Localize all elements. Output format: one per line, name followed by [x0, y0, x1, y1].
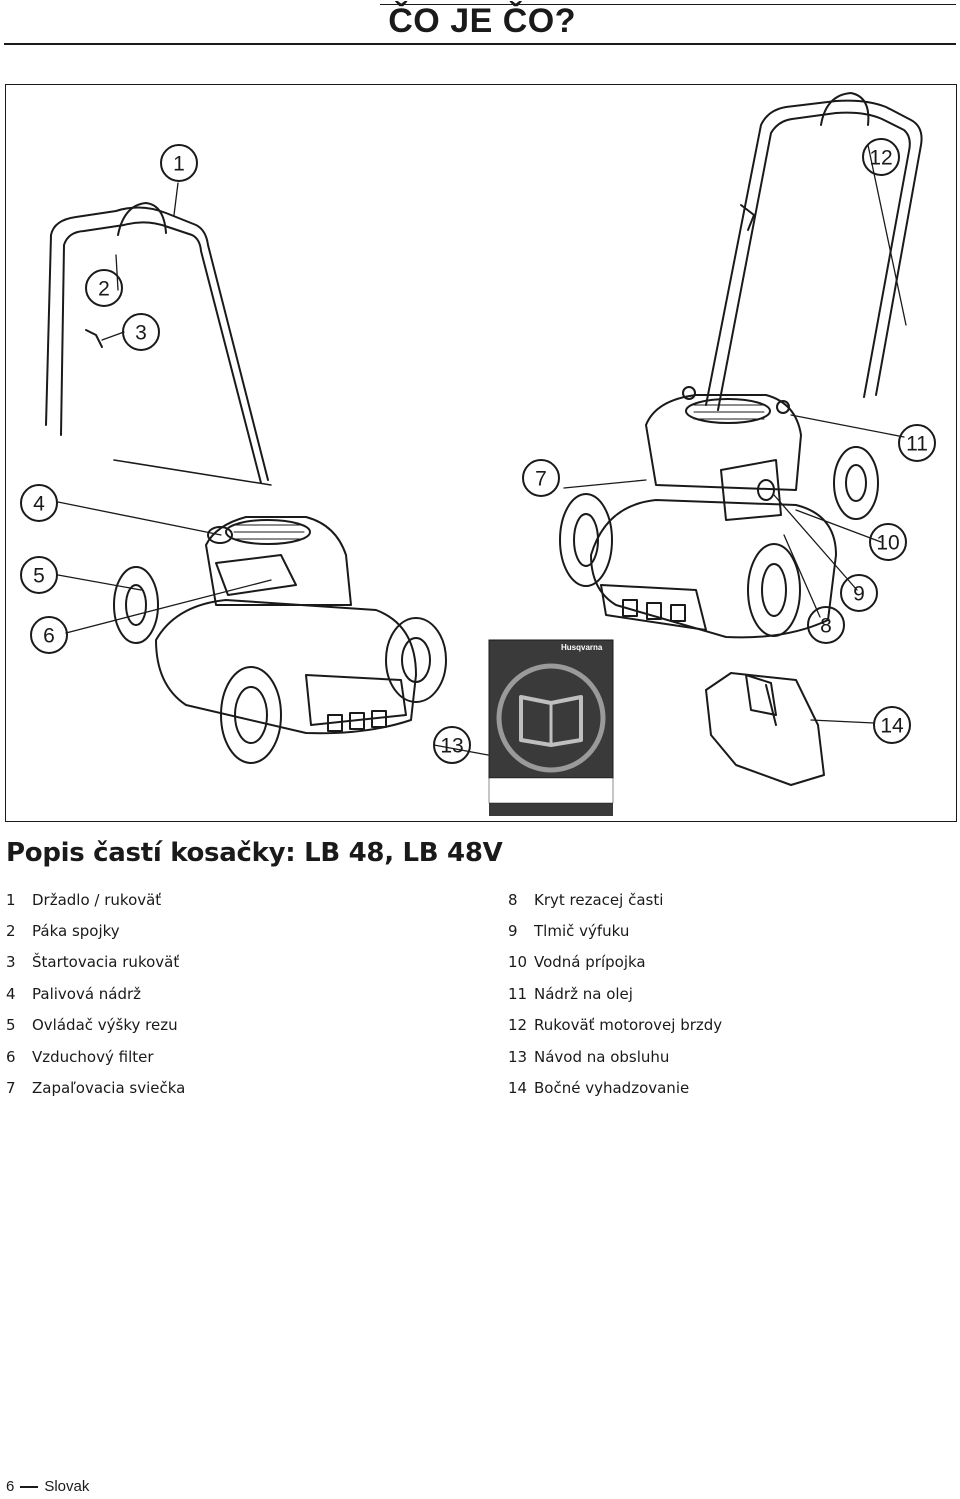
- callout-13: 13: [440, 735, 463, 758]
- header-rule: [4, 43, 956, 45]
- part-label: Palivová nádrž: [32, 984, 142, 1003]
- part-number: 1: [6, 890, 16, 909]
- manual-brand-text: Husqvarna: [561, 643, 603, 652]
- part-number: 6: [6, 1047, 16, 1066]
- callout-2: 2: [98, 278, 110, 301]
- part-number: 10: [508, 953, 528, 972]
- part-label: Rukoväť motorovej brzdy: [534, 1016, 723, 1035]
- part-item: 5 Ovládač výšky rezu: [6, 1010, 185, 1041]
- part-item: 2 Páka spojky: [6, 915, 185, 946]
- part-label: Vzduchový filter: [32, 1047, 154, 1066]
- part-label: Kryt rezacej časti: [534, 890, 664, 909]
- part-item: 3 Štartovacia rukoväť: [6, 947, 185, 978]
- page-footer: 6 Slovak: [6, 1478, 89, 1495]
- left-mower-drawing: [45, 202, 447, 764]
- part-item: 14 Bočné vyhadzovanie: [508, 1072, 722, 1103]
- right-mower-drawing: [559, 92, 923, 639]
- part-number: 12: [508, 1016, 528, 1035]
- part-item: 10 Vodná prípojka: [508, 947, 722, 978]
- part-label: Držadlo / rukoväť: [32, 890, 162, 909]
- parts-figure: Husqvarna 1 2 3 4 5 6 7 8 9 10 11 12 13 …: [5, 84, 957, 822]
- part-label: Bočné vyhadzovanie: [534, 1079, 690, 1098]
- part-number: 9: [508, 922, 518, 941]
- part-number: 4: [6, 984, 16, 1003]
- operator-manual-drawing: Husqvarna: [488, 639, 614, 816]
- header-top-rule: [380, 4, 956, 5]
- part-item: 13 Návod na obsluhu: [508, 1041, 722, 1072]
- callout-9: 9: [853, 583, 865, 606]
- part-label: Ovládač výšky rezu: [32, 1016, 178, 1035]
- part-number: 3: [6, 953, 16, 972]
- footer-dash: [20, 1485, 39, 1488]
- part-item: 4 Palivová nádrž: [6, 978, 185, 1009]
- callout-8: 8: [820, 615, 832, 638]
- part-label: Zapaľovacia sviečka: [32, 1079, 186, 1098]
- callout-circles: [20, 138, 936, 764]
- parts-list-left: 1 Držadlo / rukoväť 2 Páka spojky 3 Štartov…: [6, 884, 185, 1104]
- callout-5: 5: [33, 565, 45, 588]
- callout-14: 14: [880, 715, 904, 738]
- callout-3: 3: [135, 322, 147, 345]
- mower-illustration: Husqvarna 1 2 3 4 5 6 7 8 9 10 11 12 13 …: [20, 92, 936, 816]
- part-item: 12 Rukoväť motorovej brzdy: [508, 1010, 722, 1041]
- parts-list-right: 8 Kryt rezacej časti 9 Tlmič výfuku 10 Vodn…: [508, 884, 722, 1104]
- part-label: Štartovacia rukoväť: [32, 953, 180, 972]
- callout-10: 10: [876, 532, 899, 555]
- part-item: 8 Kryt rezacej časti: [508, 884, 722, 915]
- part-label: Tlmič výfuku: [534, 922, 630, 941]
- part-item: 11 Nádrž na olej: [508, 978, 722, 1009]
- part-label: Páka spojky: [32, 922, 120, 941]
- part-number: 11: [508, 984, 528, 1003]
- part-label: Nádrž na olej: [534, 984, 633, 1003]
- callout-7: 7: [535, 468, 547, 491]
- footer-language: Slovak: [44, 1478, 90, 1495]
- callout-1: 1: [173, 153, 185, 176]
- part-label: Vodná prípojka: [534, 953, 646, 972]
- part-item: 7 Zapaľovacia sviečka: [6, 1072, 185, 1103]
- part-label: Návod na obsluhu: [534, 1047, 670, 1066]
- section-title: Popis častí kosačky: LB 48, LB 48V: [6, 838, 503, 868]
- part-item: 1 Držadlo / rukoväť: [6, 884, 185, 915]
- part-item: 9 Tlmič výfuku: [508, 915, 722, 946]
- callout-4: 4: [33, 493, 45, 516]
- part-number: 5: [6, 1016, 16, 1035]
- callout-11: 11: [906, 433, 928, 456]
- part-number: 2: [6, 922, 16, 941]
- part-number: 14: [508, 1079, 528, 1098]
- part-item: 6 Vzduchový filter: [6, 1041, 185, 1072]
- callout-6: 6: [43, 625, 55, 648]
- callout-12: 12: [869, 147, 892, 170]
- part-number: 13: [508, 1047, 528, 1066]
- page-title: ČO JE ČO?: [388, 2, 576, 40]
- part-number: 7: [6, 1079, 16, 1098]
- page-number: 6: [6, 1478, 15, 1495]
- callout-leaders: [57, 144, 907, 756]
- side-discharge-drawing: [705, 672, 825, 786]
- part-number: 8: [508, 890, 518, 909]
